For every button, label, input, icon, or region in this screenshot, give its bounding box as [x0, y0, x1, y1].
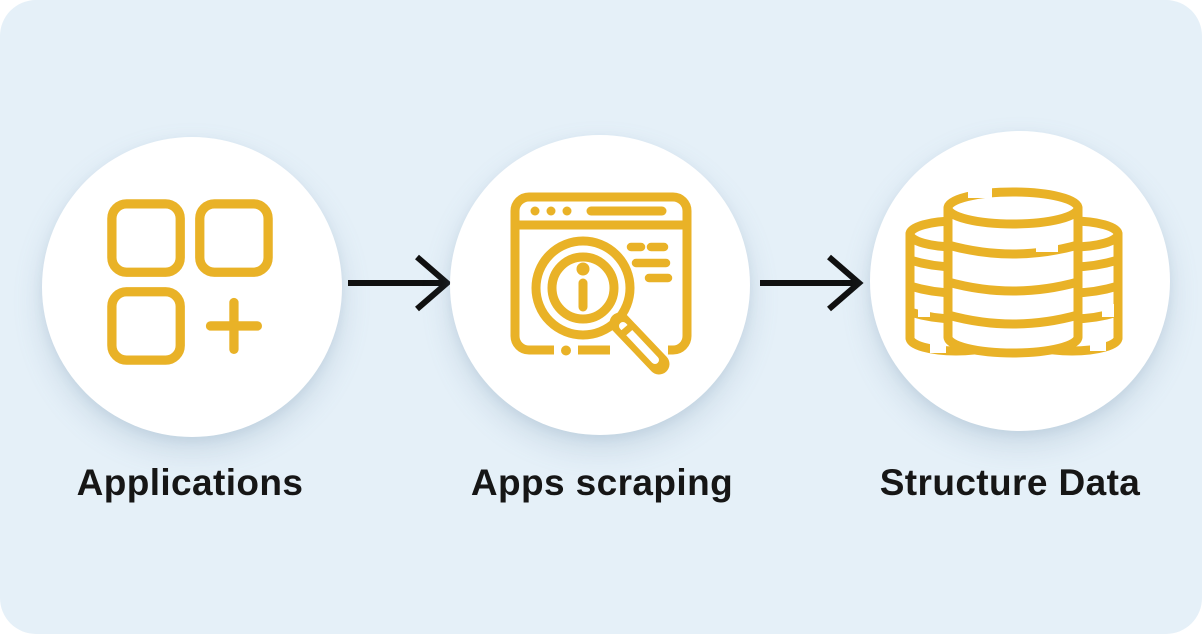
- database-stack-icon: [905, 186, 1123, 358]
- step-label-structure-data: Structure Data: [879, 462, 1141, 503]
- step-label-apps-scraping: Apps scraping: [470, 462, 734, 503]
- step-circle-apps-scraping: [450, 135, 750, 435]
- apps-grid-icon: [107, 199, 273, 365]
- browser-search-info-icon: [510, 192, 692, 375]
- step-circle-applications: [42, 137, 342, 437]
- arrow-right-icon: [760, 254, 864, 312]
- arrow-right-icon: [348, 254, 452, 312]
- step-label-applications: Applications: [76, 462, 304, 503]
- step-circle-structure-data: [870, 131, 1170, 431]
